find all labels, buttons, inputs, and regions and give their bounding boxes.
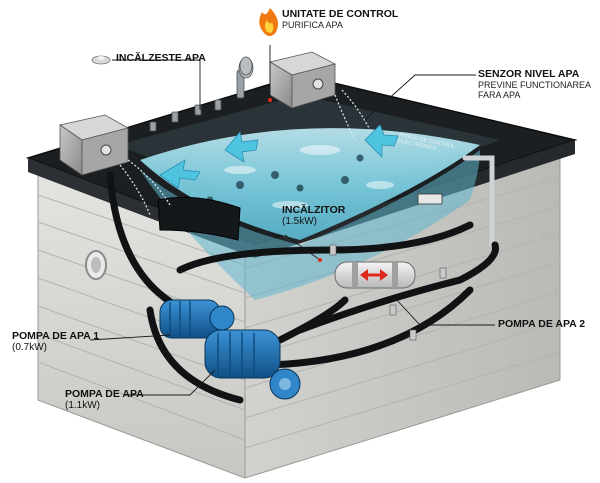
level-sensor-line2: FARA APA	[478, 90, 591, 100]
pump1-title: POMPA DE APA 1	[12, 330, 99, 342]
level-sensor-title: SENZOR NIVEL APA	[478, 68, 591, 80]
label-level-sensor: SENZOR NIVEL APA PREVINE FUNCTIONAREA FA…	[478, 68, 591, 101]
heater-value: (1.5kW)	[282, 216, 345, 228]
label-control-unit: UNITATE DE CONTROL PURIFICA APA	[282, 8, 398, 30]
pump2-title: POMPA DE APA 2	[498, 318, 585, 330]
heater-button-icon	[92, 56, 110, 64]
drain	[86, 251, 106, 279]
shower-head-icon	[240, 57, 252, 75]
heater-unit	[335, 262, 415, 288]
flame-icon	[259, 8, 278, 36]
heater-water-title: INCĂLZESTE APA	[116, 52, 206, 64]
label-heater-water: INCĂLZESTE APA	[116, 52, 206, 64]
control-unit-subtitle: PURIFICA APA	[282, 20, 398, 30]
label-pump-2: POMPA DE APA 2	[498, 318, 585, 330]
label-heater: INCĂLZITOR (1.5kW)	[282, 204, 345, 228]
pump3-value: (1.1kW)	[65, 400, 144, 412]
pump1-value: (0.7kW)	[12, 342, 99, 354]
level-sensor-line1: PREVINE FUNCTIONAREA	[478, 80, 591, 90]
pump3-title: POMPA DE APA	[65, 388, 144, 400]
electronic-panel	[418, 194, 442, 204]
control-unit-title: UNITATE DE CONTROL	[282, 8, 398, 20]
heater-title: INCĂLZITOR	[282, 204, 345, 216]
label-pump-3: POMPA DE APA (1.1kW)	[65, 388, 144, 412]
label-pump-1: POMPA DE APA 1 (0.7kW)	[12, 330, 99, 354]
